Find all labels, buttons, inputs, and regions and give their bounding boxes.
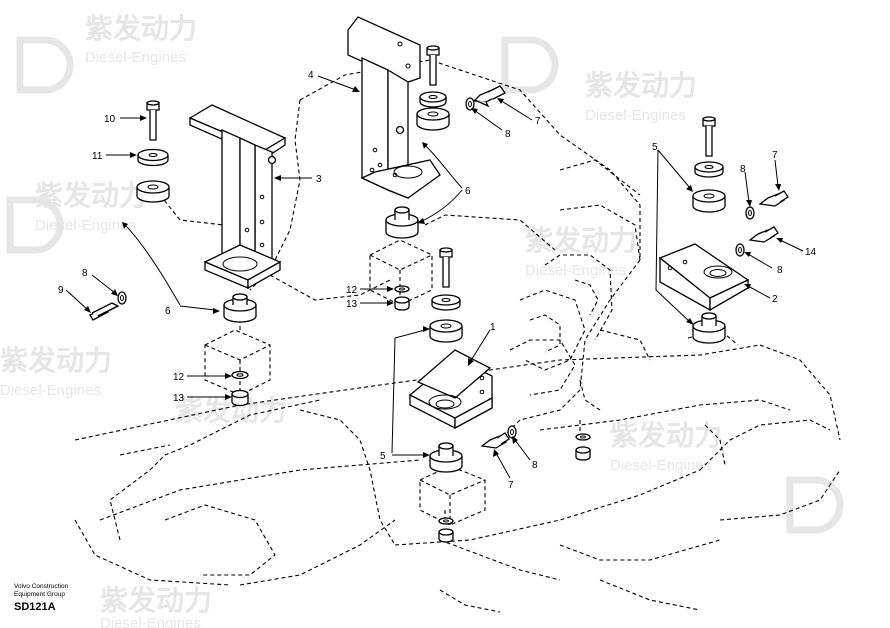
callout-12: 12 [346, 285, 358, 296]
engine-outline [249, 59, 651, 441]
rubber-mount [223, 293, 257, 323]
lock-washer [507, 425, 517, 439]
watermark-text-en: Diesel-Engines [610, 457, 711, 474]
callout-1: 1 [490, 322, 496, 333]
watermark-text-en: Diesel-Engines [100, 615, 201, 628]
washer [694, 161, 724, 178]
rubber-mount [692, 189, 726, 213]
rubber-mount [136, 180, 170, 203]
callout-14: 14 [805, 247, 817, 258]
callout-8: 8 [82, 268, 88, 279]
watermark-logo-icon [6, 196, 64, 254]
callout-8: 8 [777, 265, 783, 276]
watermark-text-cn: 紫发动力 [585, 69, 697, 102]
callout-5: 5 [652, 142, 658, 153]
diagram-code: SD121A [14, 601, 56, 613]
watermark-text-cn: 紫发动力 [85, 12, 197, 45]
callout-6: 6 [165, 306, 171, 317]
rubber-mount [429, 442, 463, 473]
callout-7: 7 [772, 150, 778, 161]
bracket-part-2 [658, 243, 750, 312]
watermark-logo-icon [501, 36, 559, 94]
callout-7: 7 [508, 480, 514, 491]
callout-labels: 1 2 3 4 5 5 6 6 7 7 7 8 8 8 8 8 9 10 11 … [58, 70, 817, 491]
vertical-bolt [702, 116, 716, 157]
bracket-part-1 [408, 349, 493, 430]
bracket-part-4 [347, 16, 441, 199]
watermark-text-cn: 紫发动力 [100, 584, 212, 617]
watermark-text-cn: 紫发动力 [175, 394, 287, 427]
watermark-layer: 紫发动力 Diesel-Engines 紫发动力 Diesel-Engines … [0, 12, 844, 628]
lock-washer [745, 206, 755, 220]
washer [137, 148, 169, 167]
watermark-text-en: Diesel-Engines [525, 262, 626, 279]
callout-8: 8 [740, 164, 746, 175]
callout-7: 7 [535, 116, 541, 127]
horizontal-bolt [89, 302, 120, 321]
horizontal-bolt [758, 190, 789, 207]
small-washer [575, 433, 591, 441]
horizontal-bolt [480, 432, 510, 449]
callout-13: 13 [173, 393, 185, 404]
callout-10: 10 [104, 114, 116, 125]
callout-9: 9 [58, 285, 64, 296]
hex-nut [394, 296, 410, 311]
watermark-logo-icon [786, 476, 844, 534]
callout-13: 13 [346, 299, 358, 310]
bracket-part-3 [188, 104, 287, 290]
publisher-brand: Volvo Construction Equipment Group [14, 583, 68, 599]
hex-nut [231, 389, 249, 407]
mount-pad-center [159, 194, 556, 306]
watermark-text-cn: 紫发动力 [525, 224, 637, 257]
callout-3: 3 [316, 174, 322, 185]
hex-nut [575, 446, 591, 461]
callout-6: 6 [465, 186, 471, 197]
callout-11: 11 [92, 151, 103, 162]
washer [431, 294, 461, 311]
rubber-mount [385, 206, 419, 239]
brand-line-2: Equipment Group [14, 591, 65, 598]
brand-line-1: Volvo Construction [14, 583, 69, 590]
lock-washer [735, 243, 745, 257]
watermark-text-cn: 紫发动力 [0, 344, 112, 377]
horizontal-bolt [472, 85, 506, 108]
callout-8: 8 [532, 460, 538, 471]
rubber-mount [692, 312, 726, 344]
callout-2: 2 [772, 294, 778, 305]
small-washer [394, 285, 410, 293]
rubber-mount [416, 107, 450, 131]
vertical-bolt [426, 45, 440, 86]
horizontal-bolt [748, 226, 779, 243]
watermark-text-cn: 紫发动力 [610, 419, 722, 452]
leader-lines [65, 75, 804, 479]
callout-12: 12 [173, 372, 185, 383]
watermark-text-en: Diesel-Engines [0, 382, 101, 399]
lock-washer [117, 291, 127, 305]
callout-8: 8 [505, 129, 511, 140]
watermark-text-cn: 紫发动力 [35, 179, 147, 212]
hex-nut [438, 528, 454, 543]
small-washer [231, 370, 249, 380]
watermark-text-en: Diesel-Engines [35, 217, 136, 234]
washer [419, 91, 447, 108]
small-washer [438, 517, 454, 525]
watermark-text-en: Diesel-Engines [585, 107, 686, 124]
vertical-bolt [146, 100, 160, 141]
watermark-text-en: Diesel-Engines [85, 49, 186, 66]
callout-5: 5 [380, 451, 386, 462]
rubber-mount [429, 319, 463, 343]
vertical-bolt [439, 247, 453, 288]
callout-4: 4 [308, 70, 314, 81]
lock-washer [465, 97, 475, 111]
watermark-logo-icon [16, 36, 74, 94]
